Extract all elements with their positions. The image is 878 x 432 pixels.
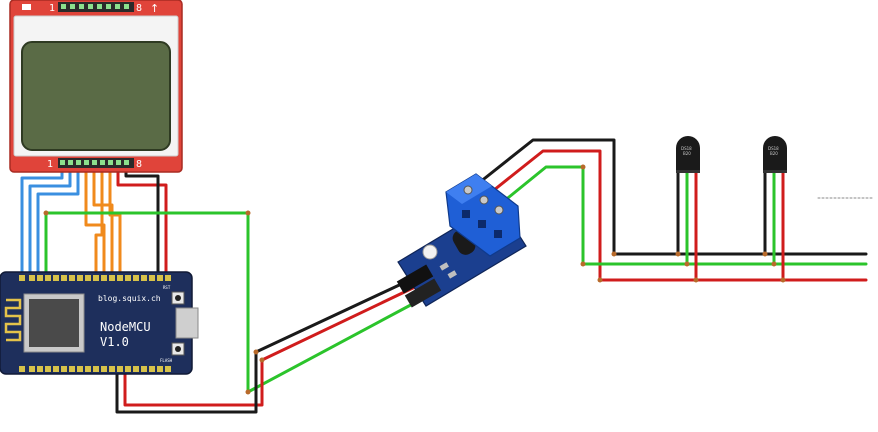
wire-joints [43, 164, 786, 395]
joint [245, 210, 251, 216]
joint [245, 389, 251, 395]
lcd-screen [21, 41, 171, 151]
wire-term-black [468, 138, 868, 256]
terminal-opening-1 [462, 210, 470, 218]
rst-button-label: RST [163, 285, 171, 290]
joint [693, 277, 699, 283]
terminal-screw-1 [463, 185, 473, 195]
joint [580, 261, 586, 267]
wire-orange-1 [84, 161, 106, 277]
joint [675, 251, 681, 257]
esp-chip [29, 299, 79, 347]
nodemcu-brand-text: blog.squix.ch [98, 294, 161, 303]
usb-connector [175, 307, 199, 339]
temperature-sensor-1: DS18 B20 [676, 136, 700, 173]
sensor-body [676, 136, 700, 170]
nodemcu-board: RST FLASH blog.squix.ch NodeMCU V1.0 [0, 271, 199, 375]
wire-blue-1 [20, 161, 64, 277]
sensor-body [763, 136, 787, 170]
lcd-bottom-pin-last: 8 [136, 159, 142, 170]
sensor-base [763, 170, 787, 173]
joint [597, 277, 603, 283]
joint [762, 251, 768, 257]
sensor-base [676, 170, 700, 173]
sensor-label-2: B20 [683, 151, 691, 156]
wire-lcd-red [116, 161, 168, 277]
joint [780, 277, 786, 283]
wire-red-power [123, 285, 417, 407]
terminal-screw-2 [479, 195, 489, 205]
smd-resistor [447, 270, 457, 279]
joint [580, 164, 586, 170]
terminal-opening-2 [478, 220, 486, 228]
lcd-bottom-pin-first: 1 [47, 159, 53, 170]
nodemcu-top-pins [19, 275, 171, 281]
lcd-corner-mark [22, 4, 31, 10]
nokia-lcd-module: 1 8 ↑ 1 8 [9, 0, 183, 173]
wire-term-green [496, 165, 868, 266]
joint [611, 251, 617, 257]
wire-term-red [482, 149, 868, 282]
terminal-screw-3 [494, 205, 504, 215]
wire-blue-2 [28, 161, 72, 277]
nodemcu-version: V1.0 [100, 335, 129, 349]
mounting-hole [422, 244, 438, 260]
joint [771, 261, 777, 267]
wires [20, 138, 873, 414]
nodemcu-title: NodeMCU [100, 320, 151, 334]
joint [253, 349, 259, 355]
lcd-arrow-glyph: ↑ [150, 2, 159, 15]
wire-orange-4 [108, 161, 122, 277]
flash-button-cap [175, 346, 181, 352]
relay-header [396, 264, 442, 308]
lcd-bottom-pins [60, 160, 129, 165]
lcd-top-pins [61, 4, 129, 9]
joint [259, 357, 265, 363]
terminal-opening-3 [494, 230, 502, 238]
wire-black-ground [115, 278, 412, 414]
sensor-label-1: DS18 [681, 146, 692, 151]
wire-orange-3 [94, 161, 104, 277]
wire-lcd-black [124, 161, 160, 277]
joint [684, 261, 690, 267]
nodemcu-bottom-pins [19, 366, 171, 372]
sensor-label-2: B20 [770, 151, 778, 156]
rst-button-cap [175, 295, 181, 301]
lcd-top-header [58, 2, 134, 12]
temperature-sensor-2: DS18 B20 [763, 136, 787, 173]
joint [43, 210, 49, 216]
relay-module [396, 173, 527, 308]
flash-button-label: FLASH [160, 358, 173, 363]
lcd-top-pin-last: 8 [136, 3, 142, 14]
wifi-antenna-trace [4, 298, 22, 342]
smd-resistor [439, 262, 449, 271]
lcd-top-pin-first: 1 [49, 3, 55, 14]
sensor-label-1: DS18 [768, 146, 779, 151]
wire-blue-3 [36, 161, 80, 277]
